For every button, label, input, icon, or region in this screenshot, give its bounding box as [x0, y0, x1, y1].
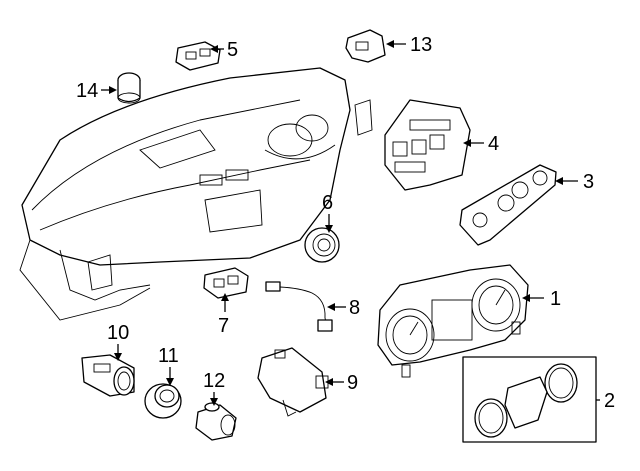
switch-small	[175, 41, 221, 71]
callout-number-14: 14	[76, 80, 98, 102]
knob-14	[117, 72, 141, 104]
sensor-wire	[265, 281, 333, 332]
climate-control-panel	[459, 164, 557, 246]
callout-number-6: 6	[322, 192, 333, 214]
callout-1: 1	[522, 288, 561, 310]
callout-number-12: 12	[203, 370, 225, 392]
callout-6: 6	[322, 192, 333, 233]
callout-11: 11	[158, 345, 179, 386]
callout-14: 14	[76, 80, 117, 102]
callout-9: 9	[325, 372, 358, 394]
callout-7: 7	[218, 293, 229, 337]
callout-number-9: 9	[347, 372, 358, 394]
power-socket	[195, 402, 237, 441]
instrument-cluster	[377, 264, 529, 378]
callout-number-8: 8	[349, 297, 360, 319]
start-button	[304, 227, 340, 263]
callout-13: 13	[386, 34, 432, 56]
hazard-switch	[203, 267, 249, 299]
callout-number-13: 13	[410, 34, 432, 56]
callout-3: 3	[555, 171, 594, 193]
module-13	[345, 29, 386, 63]
callout-number-4: 4	[488, 133, 499, 155]
lighter-socket	[81, 354, 135, 397]
callout-8: 8	[327, 297, 360, 319]
callout-number-5: 5	[227, 39, 238, 61]
cluster-lens-kit	[462, 356, 597, 443]
callout-12: 12	[203, 370, 225, 406]
callout-number-11: 11	[158, 345, 179, 367]
callout-4: 4	[463, 133, 499, 155]
callout-number-1: 1	[550, 288, 561, 310]
callout-number-7: 7	[218, 315, 229, 337]
control-module	[257, 347, 329, 417]
retainer-ring	[144, 383, 182, 419]
callout-5: 5	[210, 39, 238, 61]
callout-number-3: 3	[583, 171, 594, 193]
callout-number-10: 10	[107, 322, 129, 344]
switch-module	[384, 99, 471, 191]
callout-number-2: 2	[604, 390, 615, 412]
callout-2: 2	[596, 390, 615, 412]
instrument-panel	[19, 67, 373, 321]
callout-10: 10	[107, 322, 129, 361]
